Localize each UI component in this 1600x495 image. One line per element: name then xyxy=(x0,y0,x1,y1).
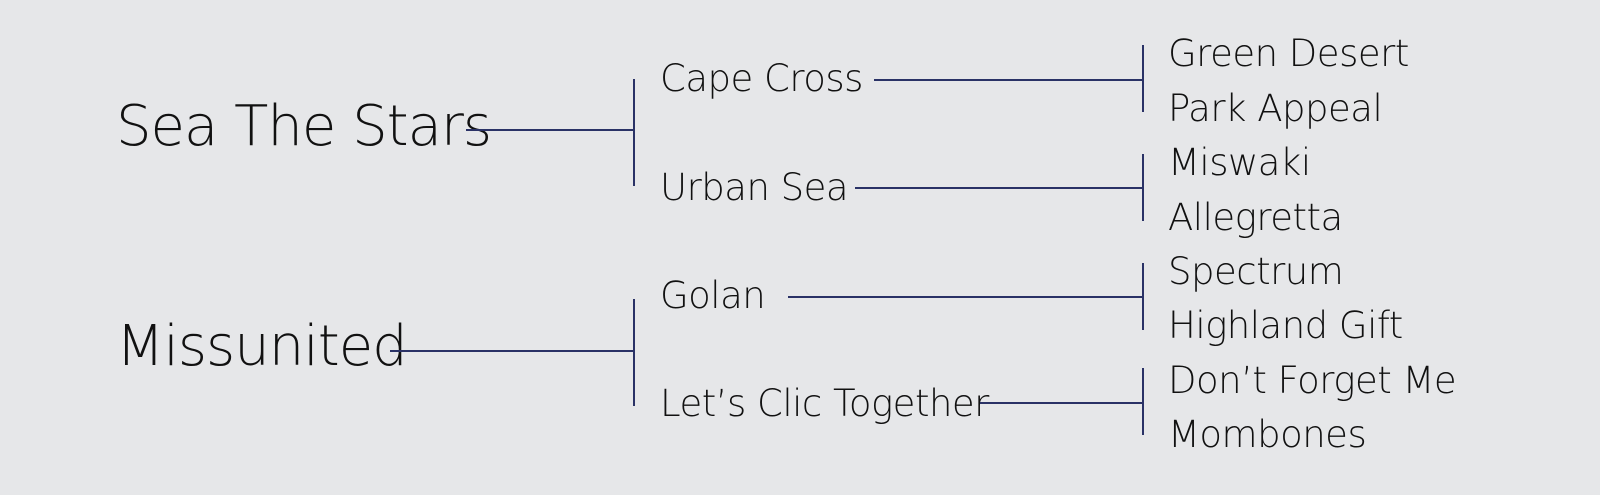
bracket-urban-sea xyxy=(1142,154,1144,221)
horse-lets-clic-together: Let’s Clic Together xyxy=(660,382,989,425)
connector-golan xyxy=(788,296,1144,298)
horse-allegretta: Allegretta xyxy=(1168,196,1343,239)
horse-cape-cross: Cape Cross xyxy=(660,57,863,100)
horse-miswaki: Miswaki xyxy=(1168,141,1311,184)
horse-spectrum: Spectrum xyxy=(1168,250,1344,293)
horse-urban-sea: Urban Sea xyxy=(660,166,849,209)
bracket-cape-cross xyxy=(1142,45,1144,112)
horse-missunited: Missunited xyxy=(116,314,408,379)
connector-cape-cross xyxy=(874,79,1144,81)
horse-dont-forget-me: Don’t Forget Me xyxy=(1168,359,1457,402)
connector-lets-clic-together xyxy=(980,402,1144,404)
connector-missunited xyxy=(390,350,634,352)
bracket-golan xyxy=(1142,263,1144,330)
connector-urban-sea xyxy=(855,187,1144,189)
horse-highland-gift: Highland Gift xyxy=(1168,304,1403,347)
bracket-lets-clic-together xyxy=(1142,368,1144,435)
horse-mombones: Mombones xyxy=(1168,413,1367,456)
horse-golan: Golan xyxy=(660,274,766,317)
horse-park-appeal: Park Appeal xyxy=(1168,87,1383,130)
horse-green-desert: Green Desert xyxy=(1168,32,1409,75)
bracket-missunited xyxy=(633,299,635,406)
connector-sea-the-stars xyxy=(466,129,634,131)
bracket-sea-the-stars xyxy=(633,79,635,186)
horse-sea-the-stars: Sea The Stars xyxy=(116,94,492,159)
